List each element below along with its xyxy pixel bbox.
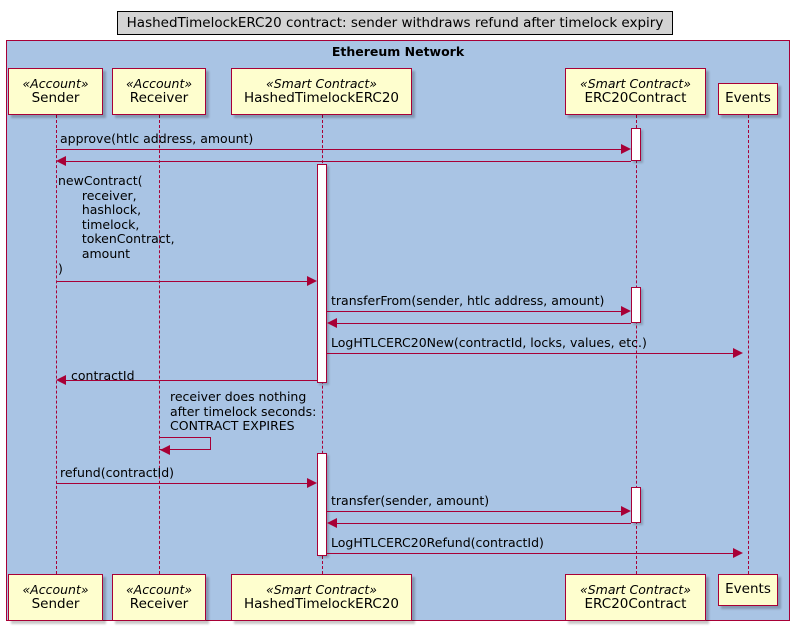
message-label-transferfrom: transferFrom(sender, htlc address, amoun… [331, 293, 605, 308]
message-label-newcontract: newContract( receiver, hashlock, timeloc… [58, 173, 175, 276]
message-label-contractid: contractId [71, 368, 135, 383]
message-line-contractid [66, 380, 317, 381]
participant-stereotype: «Smart Contract» [580, 581, 691, 597]
participant-stereotype: «Account» [22, 581, 89, 597]
lifeline-receiver [159, 115, 160, 574]
activation-erc20-transferfrom [631, 287, 641, 323]
participant-events-top[interactable]: Events [718, 83, 778, 115]
message-line-transfer-return [337, 523, 631, 524]
arrowhead-receiver-self [160, 445, 170, 455]
participant-name: Receiver [129, 595, 189, 612]
participant-name: Events [725, 581, 771, 598]
arrowhead-approve-return [56, 156, 66, 166]
participant-name: Receiver [129, 89, 189, 106]
selfloop-receiver [159, 437, 211, 450]
lifeline-events [748, 115, 749, 574]
participant-htlc-top[interactable]: «Smart Contract» HashedTimelockERC20 [231, 68, 412, 115]
participant-name: Events [725, 90, 771, 107]
participant-stereotype: «Account» [125, 581, 193, 597]
participant-stereotype: «Smart Contract» [580, 75, 691, 91]
message-label-loghtlcerc20new: LogHTLCERC20New(contractId, locks, value… [331, 335, 647, 350]
participant-name: Sender [31, 595, 80, 612]
group-title: Ethereum Network [331, 44, 465, 59]
participant-receiver-bottom[interactable]: «Account» Receiver [112, 574, 206, 621]
diagram-title: HashedTimelockERC20 contract: sender wit… [117, 11, 673, 35]
message-label-refund: refund(contractId) [60, 465, 175, 480]
participant-sender-top[interactable]: «Account» Sender [8, 68, 103, 115]
message-line-transfer [327, 511, 621, 512]
participant-receiver-top[interactable]: «Account» Receiver [112, 68, 206, 115]
participant-stereotype: «Account» [22, 75, 89, 91]
participant-events-bottom[interactable]: Events [718, 574, 778, 606]
message-label-transfer: transfer(sender, amount) [331, 493, 490, 508]
group-box-ethereum-network [6, 40, 790, 621]
participant-sender-bottom[interactable]: «Account» Sender [8, 574, 103, 621]
arrowhead-transferfrom [621, 306, 631, 316]
message-line-approve-return [66, 161, 631, 162]
arrowhead-transferfrom-return [327, 318, 337, 328]
message-line-newcontract [56, 281, 308, 282]
lifeline-erc20 [636, 115, 637, 574]
message-line-loghtlcerc20refund [327, 553, 738, 554]
message-line-refund [56, 483, 308, 484]
activation-erc20-transfer [631, 487, 641, 523]
participant-name: ERC20Contract [584, 89, 687, 106]
participant-stereotype: «Account» [125, 75, 193, 91]
participant-name: Sender [31, 89, 80, 106]
message-line-approve [56, 149, 626, 150]
message-label-receiver-self: receiver does nothing after timelock sec… [170, 389, 317, 434]
lifeline-sender [56, 115, 57, 574]
arrowhead-loghtlcerc20new [733, 348, 743, 358]
arrowhead-transfer [621, 506, 631, 516]
activation-htlc-new [317, 164, 327, 383]
arrowhead-newcontract [307, 276, 317, 286]
message-line-transferfrom-return [337, 323, 631, 324]
arrowhead-transfer-return [327, 518, 337, 528]
arrowhead-loghtlcerc20refund [733, 548, 743, 558]
message-line-loghtlcerc20new [327, 353, 738, 354]
participant-stereotype: «Smart Contract» [266, 75, 377, 91]
participant-stereotype: «Smart Contract» [266, 581, 377, 597]
message-line-transferfrom [327, 311, 621, 312]
participant-erc20-bottom[interactable]: «Smart Contract» ERC20Contract [565, 574, 706, 621]
participant-name: HashedTimelockERC20 [243, 89, 400, 106]
activation-erc20-approve [631, 128, 641, 161]
message-label-loghtlcerc20refund: LogHTLCERC20Refund(contractId) [331, 535, 544, 550]
participant-name: ERC20Contract [584, 595, 687, 612]
message-label-approve: approve(htlc address, amount) [60, 131, 254, 146]
arrowhead-approve [621, 144, 631, 154]
arrowhead-contractid [56, 375, 66, 385]
participant-htlc-bottom[interactable]: «Smart Contract» HashedTimelockERC20 [231, 574, 412, 621]
participant-erc20-top[interactable]: «Smart Contract» ERC20Contract [565, 68, 706, 115]
participant-name: HashedTimelockERC20 [243, 595, 400, 612]
activation-htlc-refund [317, 453, 327, 556]
arrowhead-refund [307, 478, 317, 488]
